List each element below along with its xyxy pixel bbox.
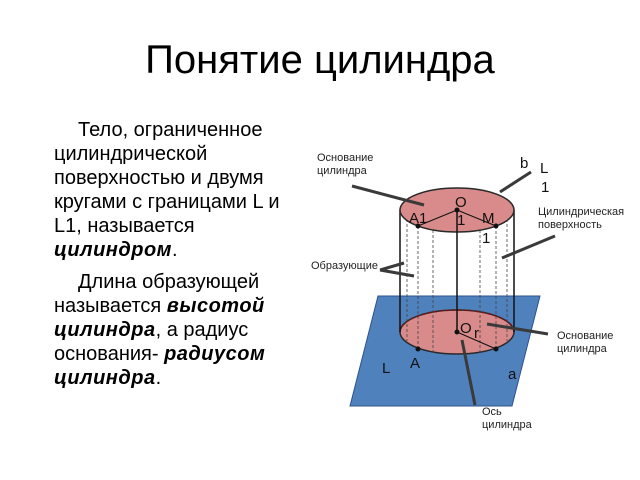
definition-text: Тело, ограниченное цилиндрической поверх… (54, 118, 304, 398)
point-o (454, 329, 460, 335)
callout-axis (460, 339, 477, 406)
callout-b (499, 170, 532, 194)
height-text-part: Длина образующей называется (54, 271, 260, 317)
letter-a-line: a (508, 366, 517, 383)
label-axis: Ось цилиндра (482, 406, 532, 431)
top-radius-a1 (417, 209, 458, 227)
top-radius-m1 (456, 209, 497, 227)
definition-text-end: . (171, 239, 178, 261)
letter-o: O (460, 320, 472, 337)
callout-surface (501, 234, 556, 260)
label-generatrix: Образующие (311, 260, 378, 272)
letter-o1-index: 1 (457, 212, 466, 229)
point-a (415, 346, 421, 352)
radius-text-part: , а радиус основания- (54, 319, 249, 365)
definition-paragraph: Тело, ограниченное цилиндрической поверх… (54, 118, 304, 262)
point-a1 (415, 223, 421, 229)
letter-l1-main: L (540, 160, 549, 177)
term-radius: радиусом цилиндра (54, 343, 266, 389)
callout-top-base (351, 184, 425, 207)
bottom-radius (456, 331, 497, 350)
label-bottom-base: Основание цилиндра (557, 330, 614, 355)
height-radius-text-end: . (155, 367, 162, 389)
letter-m1-main: M (482, 210, 495, 227)
definition-text-part: Тело, ограниченное цилиндрической поверх… (54, 119, 280, 237)
point-o1 (454, 207, 460, 213)
callout-generatrix-2 (379, 268, 415, 278)
height-radius-paragraph: Длина образующей называется высотой цили… (54, 270, 304, 390)
letter-o1-main: O (455, 194, 467, 211)
callout-bottom-base (486, 322, 549, 336)
letter-a: A (410, 355, 421, 372)
letter-l: L (382, 360, 391, 377)
letter-r: r (474, 325, 479, 342)
letter-l1-index: 1 (541, 179, 550, 196)
label-cylindrical-surface: Цилиндрическая поверхность (538, 206, 625, 231)
letter-b: b (520, 155, 529, 172)
point-m (493, 346, 499, 352)
term-height: высотой цилиндра (54, 295, 265, 341)
callout-generatrix-1 (379, 261, 405, 272)
letter-m1-index: 1 (482, 230, 491, 247)
term-cylinder: цилиндром (54, 239, 172, 261)
slide-title: Понятие цилиндра (145, 38, 495, 82)
letter-a1: A1 (409, 210, 428, 227)
point-m1 (493, 223, 499, 229)
label-top-base: Основание цилиндра (317, 152, 374, 177)
